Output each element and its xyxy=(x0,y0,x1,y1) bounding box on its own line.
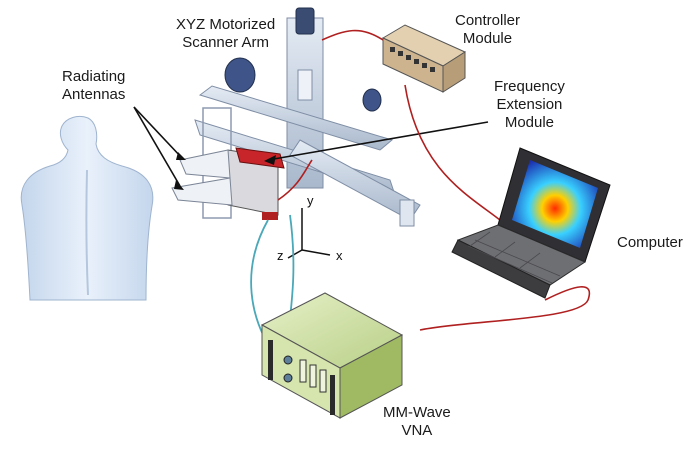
label-scanner-arm-line2: Scanner Arm xyxy=(182,34,269,51)
label-antennas-line1: Radiating xyxy=(62,68,126,85)
label-scanner-arm: XYZ Motorized Scanner Arm xyxy=(176,16,275,52)
label-computer: Computer xyxy=(617,234,683,252)
label-frequency-line2: Extension xyxy=(496,96,563,113)
human-torso-back xyxy=(20,115,154,301)
axis-label-x: x xyxy=(336,248,343,263)
label-vna: MM-Wave VNA xyxy=(383,404,451,440)
label-radiating-antennas: Radiating Antennas xyxy=(62,68,125,104)
label-controller-line2: Module xyxy=(462,30,513,47)
cables-red xyxy=(277,29,591,331)
frequency-extension-module xyxy=(227,147,285,220)
pointer-arrowhead xyxy=(264,155,276,165)
radiating-antennas xyxy=(171,149,233,206)
label-controller-line1: Controller xyxy=(455,12,521,29)
xyz-scanner-arm xyxy=(194,7,421,227)
label-frequency-line3: Module xyxy=(504,114,555,131)
mmwave-vna xyxy=(260,292,404,419)
pointer-lines xyxy=(133,106,489,187)
label-controller-module: Controller Module xyxy=(455,12,520,48)
label-computer-line1: Computer xyxy=(617,234,683,251)
laptop-computer xyxy=(451,147,611,299)
label-vna-line2: VNA xyxy=(401,422,433,439)
pointer-arrowhead xyxy=(174,180,184,190)
pointer-arrowhead xyxy=(176,152,186,160)
controller-module xyxy=(381,24,467,93)
label-scanner-arm-line1: XYZ Motorized xyxy=(176,16,276,33)
label-vna-line1: MM-Wave xyxy=(383,404,451,421)
label-frequency-line1: Frequency xyxy=(494,78,565,95)
label-frequency-extension: Frequency Extension Module xyxy=(494,78,565,132)
axis-label-y: y xyxy=(307,193,314,208)
axis-indicator xyxy=(287,208,331,259)
axis-label-z: z xyxy=(277,248,284,263)
label-antennas-line2: Antennas xyxy=(62,86,126,103)
